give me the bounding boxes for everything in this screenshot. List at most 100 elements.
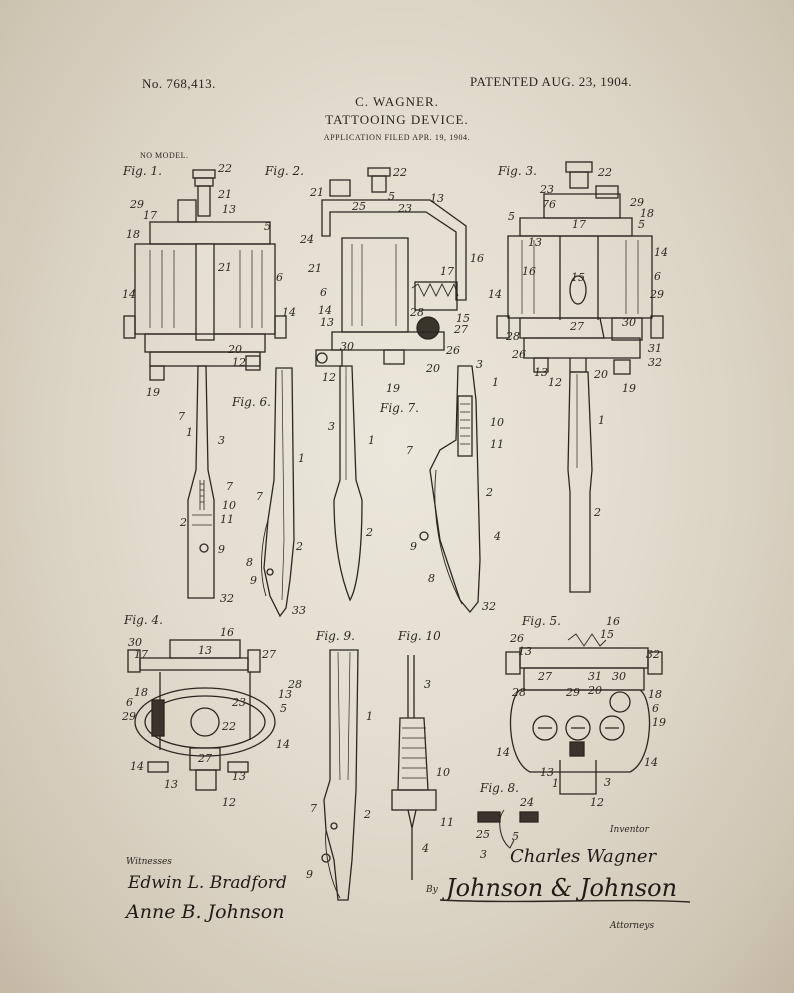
fig2-label-17: 17 — [440, 265, 454, 278]
fig1-label-18: 18 — [126, 228, 140, 241]
by-label: By — [425, 885, 439, 895]
fig7-caption: Fig. 7. — [379, 401, 419, 415]
fig1-label-5: 5 — [264, 220, 271, 233]
fig3-label-26: 26 — [511, 348, 526, 361]
fig5-label-20: 20 — [587, 684, 602, 697]
fig3-label-1: 1 — [598, 414, 605, 427]
fig2-label-13: 13 — [430, 192, 444, 205]
fig6-label-7: 7 — [256, 490, 263, 503]
fig5-label-13: 13 — [518, 645, 532, 658]
fig1-label-7b: 7 — [226, 480, 233, 493]
fig5-label-19: 19 — [652, 716, 666, 729]
fig4-label-13: 13 — [198, 644, 212, 657]
inventor-signature: Charles Wagner — [510, 846, 658, 867]
fig2-label-6: 6 — [320, 286, 327, 299]
fig1-label-10: 10 — [222, 499, 236, 512]
fig3-label-32: 32 — [648, 356, 662, 369]
fig2-label-3: 3 — [328, 420, 335, 433]
figure-2: Fig. 2. — [264, 164, 467, 602]
fig2-label-30: 30 — [340, 340, 354, 353]
fig5-label-1: 1 — [552, 777, 559, 790]
figure-3: Fig. 3. — [496, 161, 664, 593]
fig1-label-29: 29 — [129, 198, 144, 211]
fig10-label-4: 4 — [421, 842, 429, 855]
figure-5: Fig. 5. — [505, 614, 663, 795]
fig3-label-15: 15 — [571, 271, 585, 284]
fig4-label-23: 23 — [231, 696, 246, 709]
fig2-label-27: 27 — [453, 323, 468, 336]
fig2-label-14: 14 — [318, 304, 332, 317]
fig3-label-27: 27 — [569, 320, 584, 333]
fig3-label-20: 20 — [593, 368, 608, 381]
fig5-label-6: 6 — [652, 702, 659, 715]
fig1-label-2: 2 — [179, 516, 187, 529]
inventor-name: C. WAGNER. — [355, 94, 439, 109]
fig3-label-14b: 14 — [488, 288, 502, 301]
fig8-label-25: 25 — [475, 828, 490, 841]
fig4-label-28: 28 — [287, 678, 302, 691]
fig7-label-9: 9 — [410, 540, 417, 553]
fig1-label-3: 3 — [218, 434, 225, 447]
figure-1: Fig. 1. — [122, 164, 287, 599]
fig5-label-26: 26 — [509, 632, 524, 645]
fig4-label-27: 27 — [261, 648, 276, 661]
fig10-label-10: 10 — [436, 766, 450, 779]
fig4-label-13b: 13 — [278, 688, 292, 701]
fig5-label-27: 27 — [537, 670, 552, 683]
fig9-label-7: 7 — [310, 802, 317, 815]
witness-1-signature: Edwin L. Bradford — [127, 873, 287, 893]
fig1-label-11: 11 — [220, 513, 234, 526]
fig5-label-31: 31 — [588, 670, 602, 683]
fig3-label-5: 5 — [508, 210, 515, 223]
fig3-label-12: 12 — [548, 376, 562, 389]
fig4-label-22: 22 — [221, 720, 236, 733]
fig9-label-2: 2 — [363, 808, 371, 821]
fig4-label-27b: 27 — [197, 752, 212, 765]
fig7-label-32: 32 — [482, 600, 496, 613]
fig2-label-16: 16 — [470, 252, 484, 265]
fig4-label-5: 5 — [280, 702, 287, 715]
fig2-label-21: 21 — [309, 186, 324, 199]
fig4-label-17: 17 — [134, 648, 148, 661]
fig3-label-22: 22 — [597, 166, 612, 179]
fig2-label-26: 26 — [445, 344, 460, 357]
fig5-label-30: 30 — [612, 670, 626, 683]
fig2-label-15: 15 — [456, 312, 470, 325]
fig3-label-31: 31 — [648, 342, 662, 355]
application-filed: APPLICATION FILED APR. 19, 1904. — [323, 133, 471, 142]
fig3-label-2: 2 — [593, 506, 601, 519]
fig5-label-13b: 13 — [540, 766, 554, 779]
fig1-label-6: 6 — [276, 271, 283, 284]
fig7-label-4: 4 — [493, 530, 501, 543]
fig2-label-25: 25 — [351, 200, 366, 213]
fig5-label-32: 32 — [646, 648, 660, 661]
fig2-label-13b: 13 — [320, 316, 334, 329]
no-model-note: NO MODEL. — [140, 151, 189, 160]
fig6-label-8: 8 — [246, 556, 253, 569]
fig4-caption: Fig. 4. — [123, 613, 163, 627]
fig9-label-9: 9 — [306, 868, 313, 881]
fig3-label-19: 19 — [622, 382, 636, 395]
fig5-label-18: 18 — [648, 688, 662, 701]
fig1-label-13: 13 — [222, 203, 236, 216]
witness-2-signature: Anne B. Johnson — [124, 901, 284, 923]
fig4-label-13c: 13 — [232, 770, 246, 783]
fig3-caption: Fig. 3. — [497, 164, 537, 178]
fig3-label-29: 29 — [629, 196, 644, 209]
fig2-label-2: 2 — [365, 526, 373, 539]
fig1-label-7: 7 — [178, 410, 185, 423]
figure-8: Fig. 8. — [477, 781, 539, 849]
fig6-label-2: 2 — [295, 540, 303, 553]
fig5-label-14b: 14 — [644, 756, 658, 769]
patent-date: PATENTED AUG. 23, 1904. — [470, 74, 632, 89]
figure-9: Fig. 9. — [315, 629, 359, 901]
attorneys-label: Attorneys — [609, 921, 655, 931]
fig5-caption: Fig. 5. — [521, 614, 561, 628]
fig3-label-23: 23 — [539, 183, 554, 196]
fig7-label-1: 1 — [492, 376, 499, 389]
fig4-label-29: 29 — [121, 710, 136, 723]
fig6-caption: Fig. 6. — [231, 395, 271, 409]
patent-title: TATTOOING DEVICE. — [325, 112, 469, 127]
